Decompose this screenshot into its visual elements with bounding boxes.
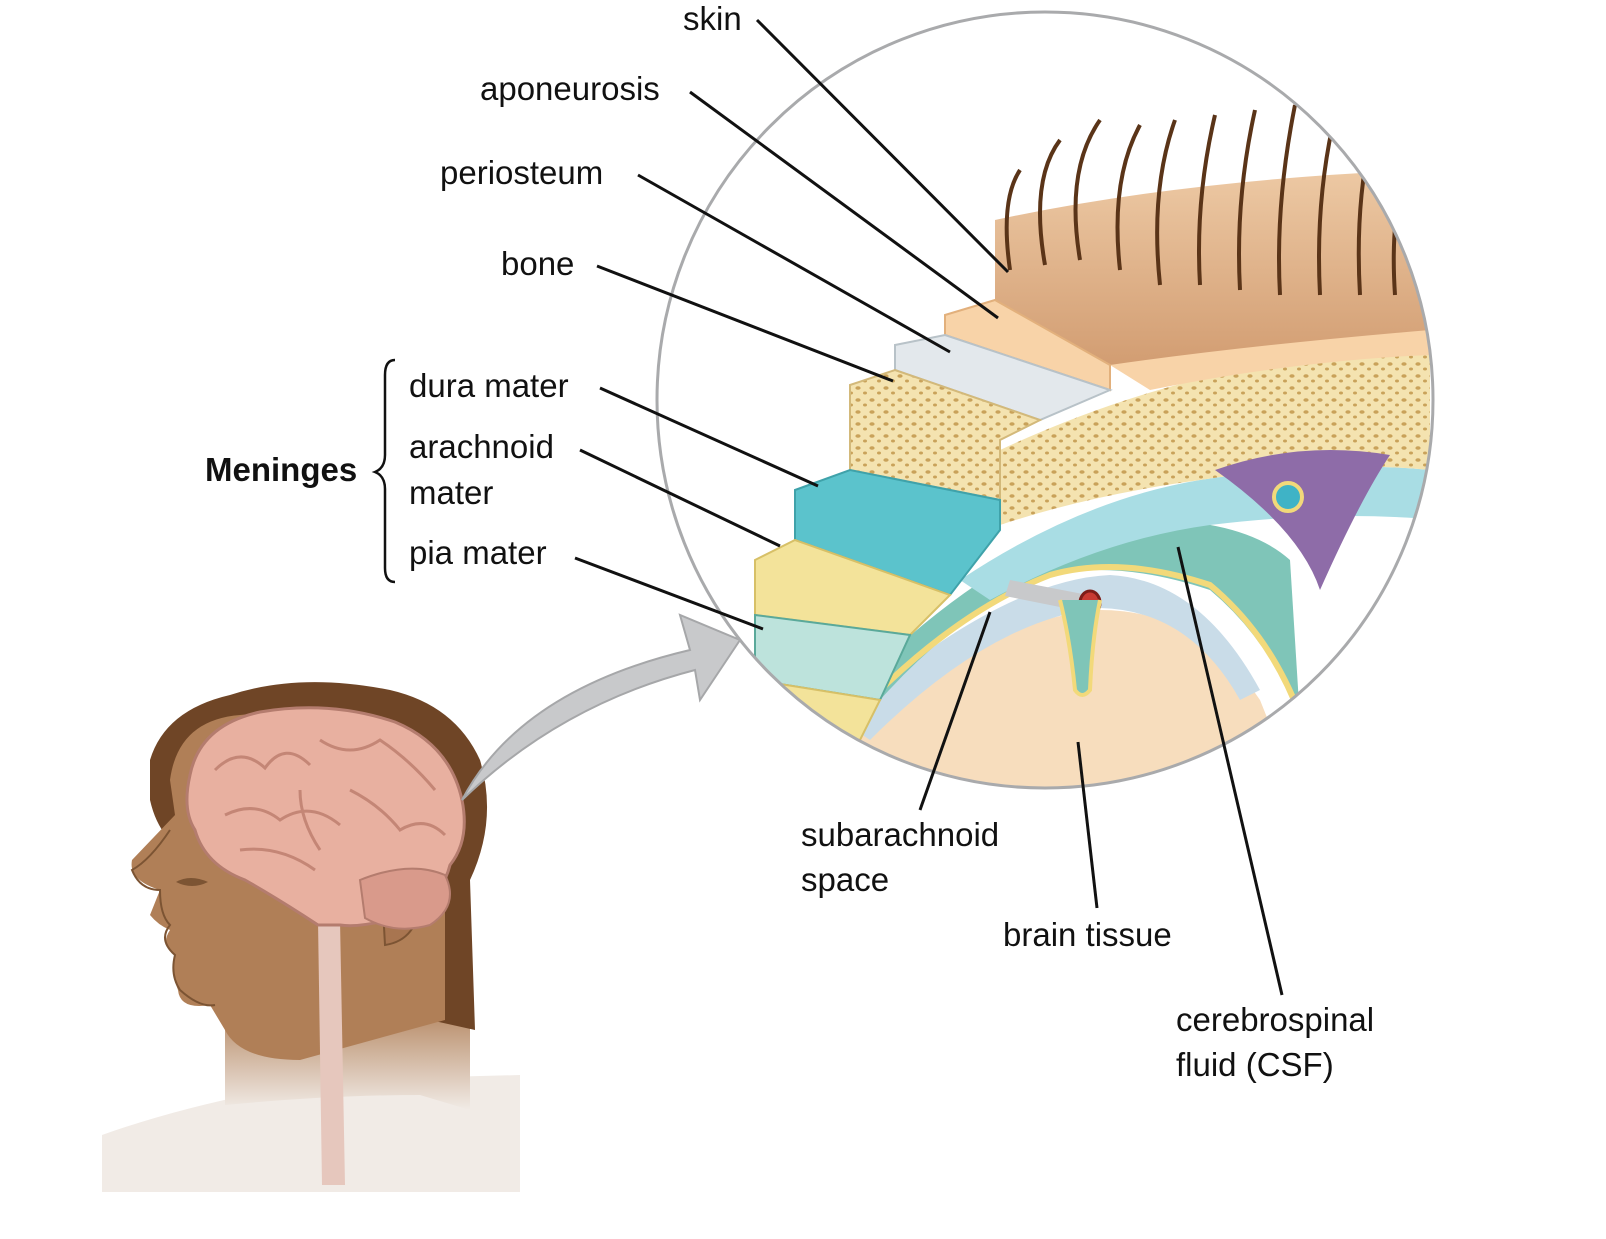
- label-dura-mater: dura mater: [409, 367, 569, 404]
- label-bone: bone: [501, 245, 575, 282]
- label-arachnoid-line2: mater: [409, 474, 494, 511]
- label-pia-mater: pia mater: [409, 534, 547, 571]
- zoom-arrow: [461, 613, 742, 801]
- spinal-cord: [318, 920, 345, 1185]
- cerebellum: [358, 867, 451, 930]
- leader-pia: [574, 556, 764, 631]
- leader-dura: [599, 386, 819, 488]
- label-periosteum: periosteum: [440, 154, 604, 191]
- arachnoid-block: [754, 538, 952, 637]
- leader-brain-tissue: [1076, 741, 1099, 909]
- leader-lines: [574, 18, 1284, 996]
- pia-gap: [840, 575, 1260, 740]
- label-brain-tissue: brain tissue: [1003, 916, 1172, 953]
- sulcus: [1058, 599, 1102, 697]
- meninges-brace: [371, 358, 396, 584]
- leader-skin: [755, 18, 1010, 274]
- label-skin: skin: [683, 0, 742, 37]
- venous-sinus: [1215, 450, 1390, 590]
- brain-folds: [213, 738, 447, 872]
- leader-subarachnoid: [918, 611, 992, 811]
- magnified-cross-section: [657, 12, 1433, 788]
- periosteum-block: [894, 333, 1113, 422]
- label-arachnoid-line1: arachnoid: [409, 428, 554, 465]
- label-aponeurosis: aponeurosis: [480, 70, 660, 107]
- label-subarachnoid-line2: space: [801, 861, 890, 898]
- leader-bone: [596, 264, 894, 383]
- label-csf-line2: fluid (CSF): [1176, 1046, 1334, 1083]
- face-outline: [130, 829, 216, 1007]
- label-csf-line1: cerebrospinal: [1176, 1001, 1375, 1038]
- leader-csf: [1176, 546, 1284, 996]
- leader-periosteum: [637, 173, 951, 354]
- head-illustration: [102, 682, 520, 1192]
- bone-band: [1000, 354, 1430, 525]
- arachnoid-granulation: [1272, 481, 1304, 513]
- leader-arachnoid: [579, 448, 781, 548]
- eye: [176, 878, 208, 886]
- label-meninges: Meninges: [205, 451, 358, 488]
- magnifier-outline: [655, 10, 1435, 790]
- shoulders: [102, 1075, 520, 1192]
- leader-aponeurosis: [689, 90, 999, 320]
- aponeurosis-block: [944, 298, 1111, 392]
- arachnoid-line: [867, 564, 1303, 717]
- subarachnoid-band: [880, 519, 1300, 720]
- label-subarachnoid-line1: subarachnoid: [801, 816, 1000, 853]
